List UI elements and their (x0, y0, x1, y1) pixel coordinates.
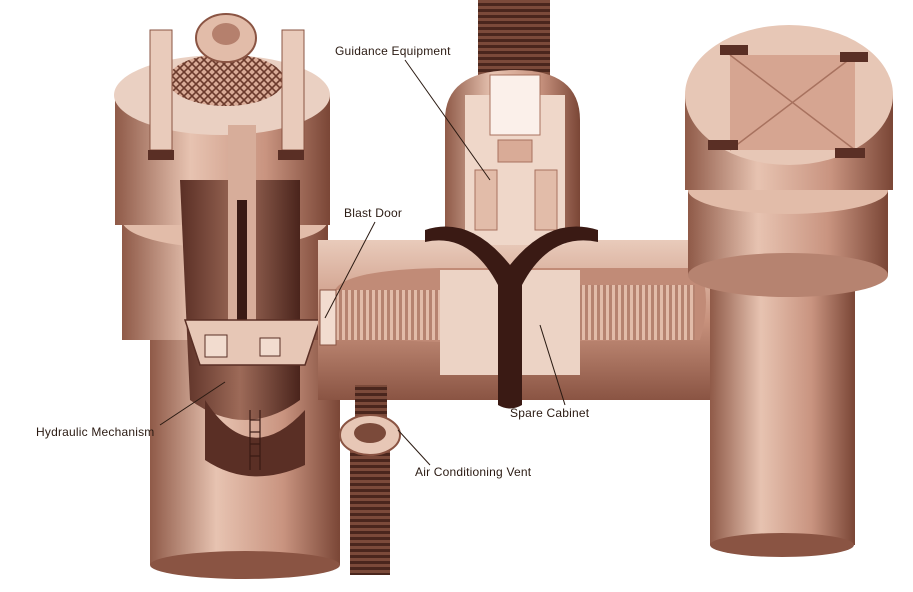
spare-cabinet-label: Spare Cabinet (510, 406, 590, 420)
vent-opening (354, 423, 386, 443)
silo-cap-hatch (212, 23, 240, 45)
silo-door-panel (281, 29, 305, 151)
blast-door-label: Blast Door (344, 206, 403, 220)
silo-bracket (278, 150, 304, 160)
hatch-seam (729, 54, 856, 151)
guidance-silo (425, 0, 598, 409)
guidance-rack (474, 169, 498, 231)
right-collar-bottom (688, 253, 888, 297)
vent-lower-duct (350, 440, 390, 575)
silo-door-panel (149, 29, 173, 151)
silo-base (150, 551, 340, 579)
y-baffle (425, 226, 598, 409)
guidance-unit (489, 74, 541, 136)
guidance-unit (497, 139, 533, 163)
hydraulic-piston (237, 200, 247, 340)
tunnel-ribs (330, 290, 440, 340)
hatch-latch (720, 45, 748, 55)
tunnel-ribs (580, 285, 695, 340)
hatch-latch (840, 52, 868, 62)
hydraulic-block (204, 334, 228, 358)
hydraulic-block (259, 337, 281, 357)
hydraulic-mechanism-label: Hydraulic Mechanism (36, 425, 155, 439)
right-silo (685, 25, 893, 557)
hatch-latch (835, 148, 865, 158)
guidance-leader (404, 59, 491, 181)
right-shaft-base (710, 533, 854, 557)
left-silo (114, 13, 340, 579)
guidance-equipment-label: Guidance Equipment (335, 44, 451, 58)
guidance-rack (534, 169, 558, 231)
silo-bracket (148, 150, 174, 160)
hatch-latch (708, 140, 738, 150)
silo-ladder (249, 410, 261, 470)
air-conditioning-vent-label: Air Conditioning Vent (415, 465, 532, 479)
silo-lower-chamber (205, 400, 305, 477)
silo-grate (168, 54, 284, 106)
hydraulic-leader (159, 381, 226, 426)
blast-door (319, 289, 337, 346)
air-conditioning-vent (339, 385, 401, 575)
spare-cabinet-leader (539, 324, 566, 406)
air-vent-leader (397, 429, 431, 466)
leader-lines (159, 59, 566, 466)
blast-door-leader (324, 221, 376, 319)
